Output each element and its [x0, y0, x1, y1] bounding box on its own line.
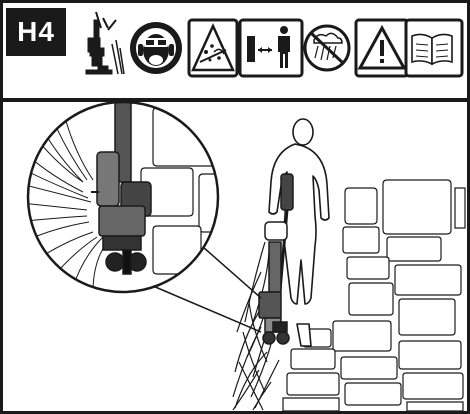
magnified-inset — [8, 102, 237, 292]
no-rain-icon — [305, 26, 349, 70]
wear-protective-equipment-icon — [130, 22, 182, 74]
edging-illustration — [3, 102, 467, 411]
edger-operation-icon — [86, 12, 124, 74]
caution-triangle-icon — [356, 20, 408, 76]
read-manual-icon — [406, 20, 462, 76]
thrown-objects-warning-icon — [189, 20, 237, 76]
keep-bystanders-away-icon — [240, 20, 302, 76]
safety-icon-row — [0, 0, 470, 100]
